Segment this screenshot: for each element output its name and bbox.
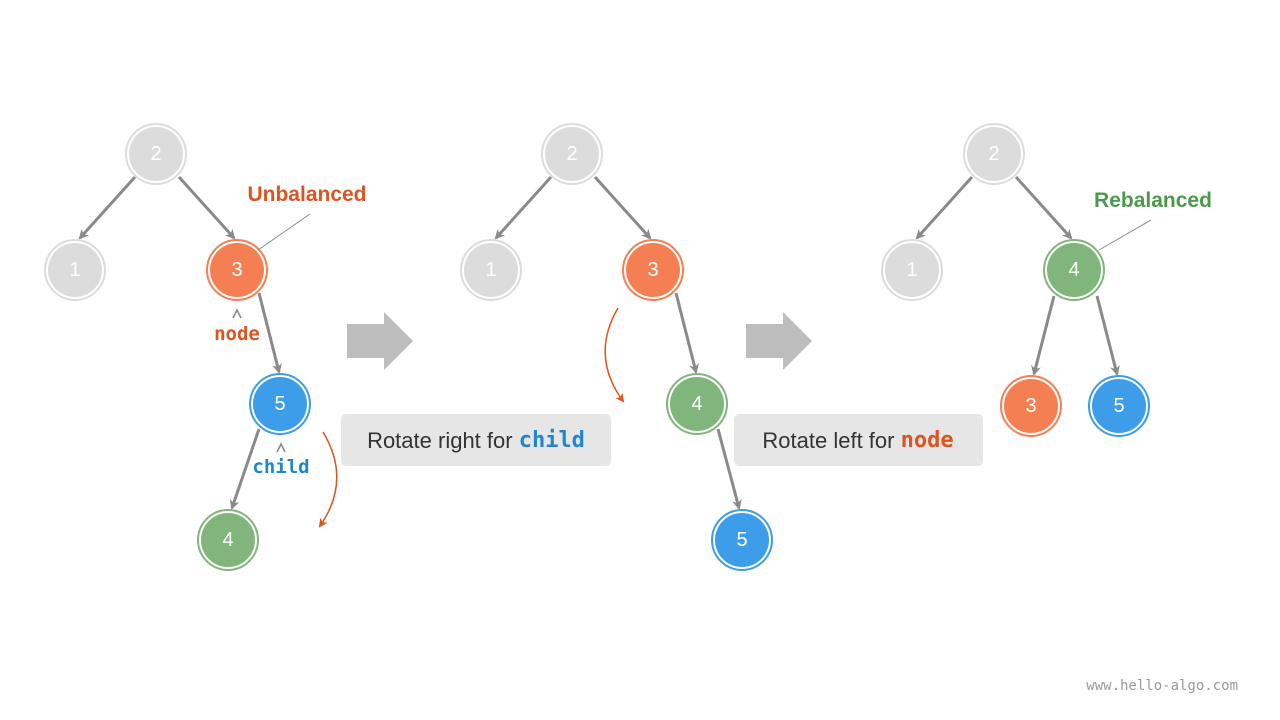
rotation-arc-icon [318, 431, 338, 528]
tree-node-4: 4 [197, 509, 259, 571]
tree-node-2: 2 [125, 123, 187, 185]
caret-up-icon [232, 308, 242, 319]
watermark: www.hello-algo.com [1086, 678, 1238, 694]
panel-after-right-rotation: 2 1 3 4 5 [460, 123, 773, 571]
node-fill [129, 127, 183, 181]
node-fill [1047, 243, 1101, 297]
child-pointer-label: child [252, 456, 309, 478]
node-label: 4 [1068, 259, 1079, 281]
step-label-box [341, 414, 611, 466]
unbalanced-callout: Unbalanced [247, 183, 367, 251]
rebalanced-label: Rebalanced [1094, 189, 1212, 212]
step-arrow-icon-1 [347, 312, 413, 370]
rotation-arc-icon [604, 307, 625, 403]
callout-leader-line [257, 213, 311, 251]
edge-4-5 [716, 428, 742, 510]
unbalanced-label: Unbalanced [247, 183, 366, 206]
tree-node-3: 3 [622, 239, 684, 301]
tree-edges [494, 175, 742, 510]
tree-node-3: 3 [1000, 375, 1062, 437]
rebalanced-callout: Rebalanced [1094, 189, 1212, 251]
step-label-rotate-left: Rotate left for node [734, 414, 983, 466]
tree-node-1: 1 [44, 239, 106, 301]
node-fill [48, 243, 102, 297]
tree-node-5: 5 [249, 373, 311, 435]
edge-2-3 [177, 175, 236, 240]
step-label-rotate-right: Rotate right for child [341, 414, 611, 466]
edge-4-5 [1095, 295, 1120, 376]
edge-2-1 [915, 175, 974, 240]
node-fill [210, 243, 264, 297]
edge-2-4 [1014, 175, 1073, 240]
tree-node-1: 1 [881, 239, 943, 301]
node-label: 1 [69, 259, 80, 281]
node-fill [967, 127, 1021, 181]
node-label: 4 [222, 529, 233, 551]
node-label: 5 [274, 393, 285, 415]
node-fill [670, 377, 724, 431]
node-pointer: node [214, 308, 260, 345]
node-label: 2 [988, 143, 999, 165]
node-label: 4 [691, 393, 702, 415]
edge-5-4 [229, 428, 261, 510]
edge-2-1 [78, 175, 137, 240]
step-arrow-icon-2 [746, 312, 812, 370]
node-label: 1 [485, 259, 496, 281]
edge-4-3 [1031, 295, 1056, 376]
node-fill [626, 243, 680, 297]
node-fill [885, 243, 939, 297]
node-label: 5 [1113, 395, 1124, 417]
node-pointer-label: node [214, 323, 260, 345]
tree-node-5: 5 [711, 509, 773, 571]
node-fill [715, 513, 769, 567]
caret-up-icon [276, 442, 286, 453]
node-fill [1004, 379, 1058, 433]
callout-leader-line [1098, 219, 1152, 251]
step-label-box [734, 414, 983, 466]
node-fill [464, 243, 518, 297]
edge-3-5 [257, 292, 282, 374]
node-label: 3 [1025, 395, 1036, 417]
tree-node-4: 4 [666, 373, 728, 435]
child-pointer: child [252, 442, 310, 478]
panel-after-left-rotation: 2 1 4 3 5 Rebalanced [881, 123, 1212, 437]
edge-2-1 [494, 175, 553, 240]
edge-3-4 [674, 292, 699, 374]
node-fill [1092, 379, 1146, 433]
node-fill [253, 377, 307, 431]
node-label: 1 [906, 259, 917, 281]
tree-edges [78, 175, 282, 510]
tree-edges [915, 175, 1120, 376]
panel-before: 2 1 3 5 4 Unbalanced node [44, 123, 367, 571]
node-label: 3 [647, 259, 658, 281]
node-fill [545, 127, 599, 181]
node-label: 2 [150, 143, 161, 165]
node-label: 2 [566, 143, 577, 165]
tree-node-2: 2 [541, 123, 603, 185]
tree-node-4: 4 [1043, 239, 1105, 301]
node-label: 5 [736, 529, 747, 551]
tree-node-3: 3 [206, 239, 268, 301]
node-label: 3 [231, 259, 242, 281]
step-label-text: Rotate right for child [367, 428, 585, 453]
tree-node-5: 5 [1088, 375, 1150, 437]
tree-node-2: 2 [963, 123, 1025, 185]
node-fill [201, 513, 255, 567]
step-label-text: Rotate left for node [762, 428, 953, 453]
tree-node-1: 1 [460, 239, 522, 301]
edge-2-3 [593, 175, 652, 240]
